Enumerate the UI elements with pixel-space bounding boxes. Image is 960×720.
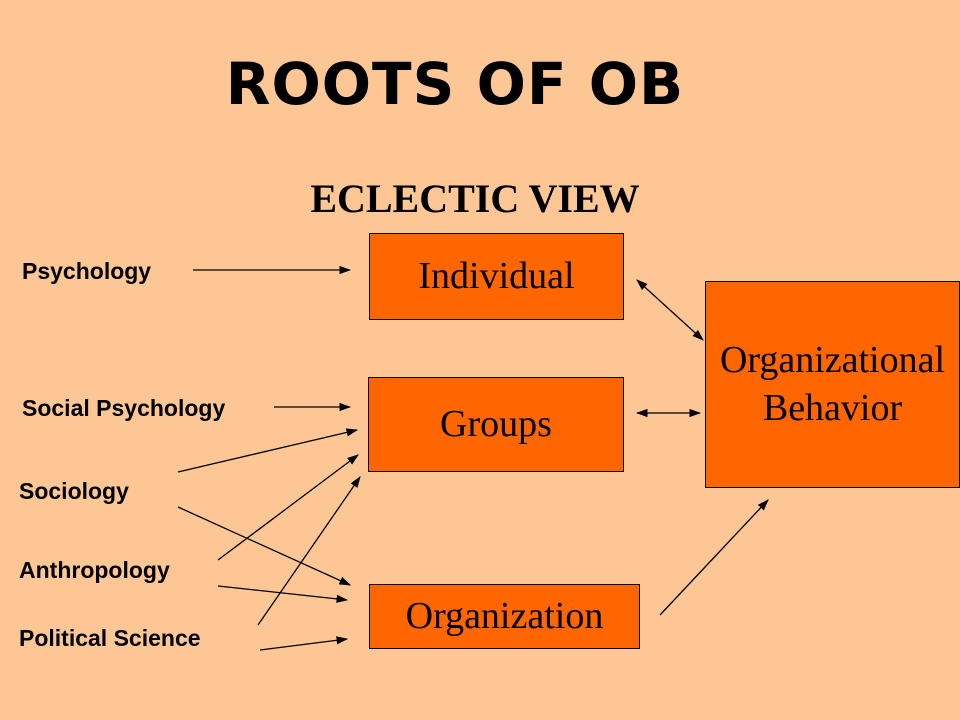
slide-title: ROOTS OF OB — [225, 50, 685, 118]
organizational-behavior-line2: Behavior — [762, 386, 903, 429]
groups-box: Groups — [368, 377, 624, 472]
discipline-political-science: Political Science — [19, 625, 201, 651]
arrow-organization-to-ob — [659, 499, 769, 616]
organizational-behavior-line1: Organizational — [719, 339, 946, 381]
discipline-psychology: Psychology — [22, 258, 152, 284]
arrow-sociology-to-groups — [177, 428, 359, 473]
organizational-behavior-box: Organizational Behavior — [705, 281, 960, 488]
arrow-anthropology-to-groups — [217, 454, 359, 561]
organization-label: Organization — [405, 594, 604, 637]
individual-box: Individual — [369, 233, 624, 320]
organization-box: Organization — [369, 584, 640, 649]
arrow-anthropology-to-organization — [217, 585, 349, 603]
individual-label: Individual — [418, 254, 575, 297]
discipline-social-psychology: Social Psychology — [22, 395, 226, 421]
arrow-polisci-to-organization — [259, 636, 349, 651]
arrow-individual-ob-bidirectional — [636, 279, 704, 341]
arrow-sociology-to-organization — [177, 506, 352, 586]
groups-label: Groups — [440, 402, 552, 445]
slide-subtitle: ECLECTIC VIEW — [310, 176, 640, 221]
arrow-polisci-to-groups — [257, 476, 361, 626]
discipline-sociology: Sociology — [19, 478, 129, 504]
discipline-anthropology: Anthropology — [19, 557, 170, 583]
